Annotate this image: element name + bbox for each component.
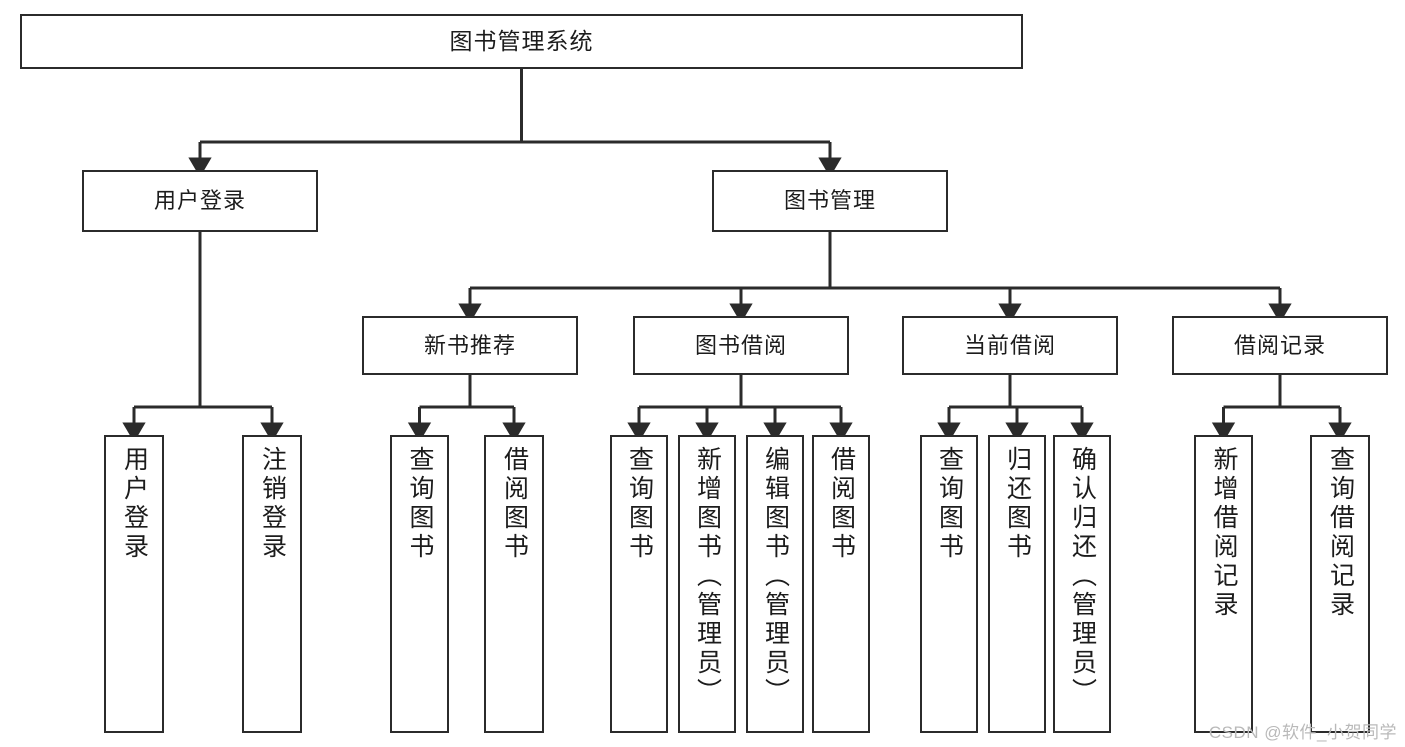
node-new-book-recommend-label: 新书推荐	[423, 332, 516, 358]
node-book-management[interactable]: 图书管理	[712, 170, 948, 232]
node-book-borrow[interactable]: 图书借阅	[633, 316, 849, 375]
leaf-add-book-admin-label: 新增图书（管理员）	[693, 446, 722, 707]
leaf-query-book-recommend-label: 查询图书	[406, 446, 434, 562]
leaf-borrow-book-recommend-label: 借阅图书	[500, 446, 529, 562]
node-root-label: 图书管理系统	[449, 27, 594, 54]
node-borrow-record-label: 借阅记录	[1233, 332, 1326, 358]
leaf-borrow-book[interactable]: 借阅图书	[812, 435, 870, 733]
leaf-return-book[interactable]: 归还图书	[988, 435, 1046, 733]
leaf-add-book-admin[interactable]: 新增图书（管理员）	[678, 435, 736, 733]
leaf-borrow-book-label: 借阅图书	[827, 446, 856, 562]
node-root[interactable]: 图书管理系统	[20, 14, 1023, 69]
node-current-borrow-label: 当前借阅	[963, 332, 1056, 358]
leaf-add-borrow-record[interactable]: 新增借阅记录	[1194, 435, 1253, 733]
leaf-logout-label: 注销登录	[258, 446, 287, 562]
leaf-user-login-label: 用户登录	[120, 446, 149, 562]
leaf-borrow-book-recommend[interactable]: 借阅图书	[484, 435, 544, 733]
node-book-borrow-label: 图书借阅	[694, 332, 787, 358]
leaf-confirm-return-admin-label: 确认归还（管理员）	[1068, 446, 1097, 707]
node-book-management-label: 图书管理	[783, 188, 876, 214]
leaf-edit-book-admin-label: 编辑图书（管理员）	[761, 446, 790, 707]
leaf-query-borrow-record-label: 查询借阅记录	[1326, 446, 1355, 620]
leaf-query-book-borrow[interactable]: 查询图书	[610, 435, 668, 733]
leaf-logout[interactable]: 注销登录	[242, 435, 302, 733]
node-borrow-record[interactable]: 借阅记录	[1172, 316, 1388, 375]
leaf-query-book-recommend[interactable]: 查询图书	[390, 435, 449, 733]
leaf-user-login[interactable]: 用户登录	[104, 435, 164, 733]
leaf-confirm-return-admin[interactable]: 确认归还（管理员）	[1053, 435, 1111, 733]
leaf-query-book-current[interactable]: 查询图书	[920, 435, 978, 733]
node-current-borrow[interactable]: 当前借阅	[902, 316, 1118, 375]
leaf-edit-book-admin[interactable]: 编辑图书（管理员）	[746, 435, 804, 733]
leaf-query-book-current-label: 查询图书	[935, 446, 964, 562]
leaf-query-borrow-record[interactable]: 查询借阅记录	[1310, 435, 1370, 733]
leaf-query-book-borrow-label: 查询图书	[625, 446, 654, 562]
node-user-login-label: 用户登录	[153, 188, 246, 214]
node-user-login[interactable]: 用户登录	[82, 170, 318, 232]
node-new-book-recommend[interactable]: 新书推荐	[362, 316, 578, 375]
leaf-add-borrow-record-label: 新增借阅记录	[1210, 446, 1238, 620]
leaf-return-book-label: 归还图书	[1003, 446, 1032, 562]
